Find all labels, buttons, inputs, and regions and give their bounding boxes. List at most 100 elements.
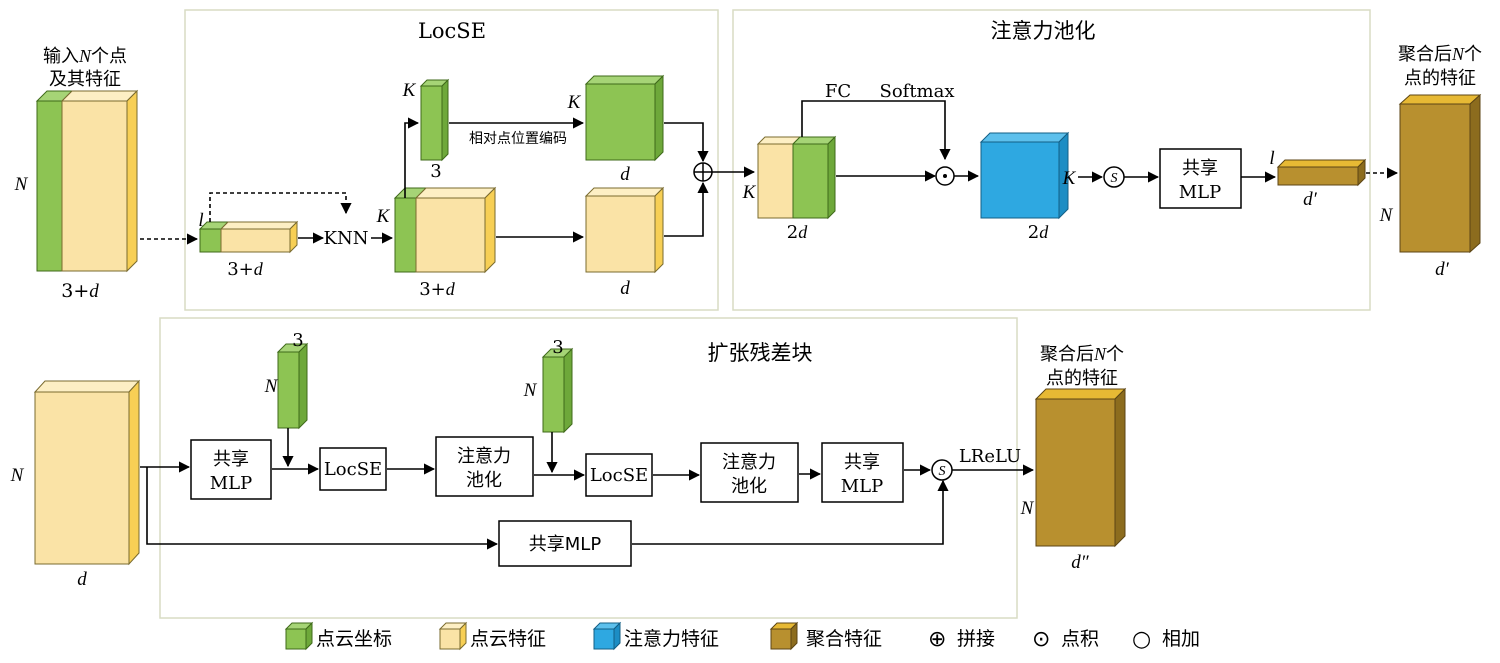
legend-add-label: 相加	[1162, 628, 1200, 650]
legend-coord-swatch	[284, 621, 314, 651]
concat-symbol-icon	[693, 162, 713, 182]
input-title-line2: 及其特征	[49, 69, 121, 90]
shortcut-arrow	[146, 467, 499, 550]
residual-shared-mlp1-box	[190, 439, 272, 500]
legend-add-icon: ○	[1132, 627, 1151, 652]
locse-k-label-neighbors: K	[376, 206, 391, 227]
fc-label: FC	[825, 81, 851, 102]
encoded-to-concat-arrow	[664, 122, 709, 163]
softmax-label: Softmax	[879, 81, 954, 102]
attention-output-block	[1276, 158, 1367, 187]
sum-symbol-icon: S	[1103, 166, 1125, 188]
locse-coord-dim-label: 3	[430, 161, 441, 182]
locse-concat-dim-label: 3+d	[419, 279, 456, 300]
bottom-output-n-label: N	[1020, 498, 1035, 519]
bottom-output-title-line2: 点的特征	[1046, 368, 1118, 389]
residual-mlp2-label-line2: MLP	[841, 476, 884, 497]
locse-feature-block	[584, 186, 665, 274]
residual-pool2-label-line1: 注意力	[722, 452, 776, 473]
locse-input-dim-label: 3+d	[227, 259, 264, 280]
attention-input-block	[756, 135, 837, 220]
attention-shared-mlp-box	[1159, 148, 1242, 209]
legend-aggregated-swatch	[769, 621, 799, 651]
residual-locse2-label: LocSE	[590, 465, 648, 486]
feature-to-concat-arrow	[664, 181, 709, 237]
knn-query-dashed-arrow	[209, 192, 352, 222]
residual-mlp1-label-line2: MLP	[210, 473, 253, 494]
attention-output-dim-label: d′	[1303, 189, 1318, 210]
residual-coord2-dim-label: 3	[552, 337, 563, 358]
input-title-line1: 输入N个点	[43, 46, 127, 67]
input-n-label: N	[14, 174, 29, 195]
residual-locse1-box	[319, 447, 387, 491]
top-output-dim-label: d′	[1435, 259, 1450, 280]
legend-dot-product-icon: ⊙	[1032, 627, 1050, 652]
neighbor-to-coord-arrow	[404, 117, 420, 198]
fc-softmax-arrow	[801, 100, 951, 161]
residual-pool1-label-line2: 池化	[466, 470, 502, 491]
input-point-cloud-block	[35, 89, 139, 273]
residual-input-dim-label: d	[77, 569, 87, 590]
locse-coordinate-block	[419, 78, 450, 162]
attention-feature-block	[979, 131, 1070, 220]
dot-product-symbol-icon	[935, 166, 955, 186]
locse-encoded-dim-label: d	[620, 164, 630, 185]
locse-l-label: l	[198, 210, 203, 231]
legend: 点云坐标 点云特征 注意力特征 聚合特征 ⊕ 拼接 ⊙ 点积 ○ 相加	[284, 621, 1200, 652]
top-output-block	[1398, 93, 1482, 254]
legend-concat-label: 拼接	[957, 628, 995, 650]
legend-aggregated-label: 聚合特征	[806, 628, 882, 650]
relative-position-encoding-label: 相对点位置编码	[469, 131, 567, 147]
attention-feature-dim-label: 2d	[1028, 222, 1049, 243]
attention-mlp-label-line2: MLP	[1179, 182, 1222, 203]
residual-shortcut-mlp-box	[498, 520, 632, 567]
locse-encoded-position-block	[584, 74, 665, 162]
residual-attention-pool2-box	[700, 442, 799, 503]
bottom-output-title-line1: 聚合后N个	[1040, 344, 1124, 365]
top-output-title-line1: 聚合后N个	[1398, 44, 1482, 65]
knn-label: KNN	[324, 228, 369, 249]
legend-attention-swatch	[592, 621, 622, 651]
attention-k-label-input: K	[742, 182, 757, 203]
top-output-title-line2: 点的特征	[1404, 68, 1476, 89]
legend-coord-label: 点云坐标	[316, 628, 392, 650]
residual-shortcut-mlp-label: 共享MLP	[529, 534, 602, 555]
residual-mlp2-label-line1: 共享	[844, 452, 880, 473]
attention-pooling-panel	[732, 9, 1371, 311]
dilated-residual-panel	[159, 317, 1018, 619]
attention-pooling-panel-title: 注意力池化	[991, 19, 1096, 43]
legend-concat-icon: ⊕	[928, 627, 946, 652]
residual-coord1-n-label: N	[264, 376, 279, 397]
legend-attention-label: 注意力特征	[624, 628, 719, 650]
lrelu-label: LReLU	[959, 446, 1021, 467]
locse-single-point-block	[198, 220, 299, 254]
residual-coord-block-2	[541, 347, 574, 434]
shortcut-to-sum-arrow	[632, 479, 949, 545]
legend-feature-label: 点云特征	[470, 628, 546, 650]
residual-coord2-n-label: N	[523, 380, 538, 401]
attention-input-dim-label: 2d	[787, 222, 808, 243]
attention-output-l-label: l	[1269, 148, 1274, 169]
sum-symbol-text: S	[1111, 171, 1118, 186]
residual-pool1-label-line1: 注意力	[457, 446, 511, 467]
residual-locse1-label: LocSE	[324, 459, 382, 480]
residual-input-block	[33, 379, 141, 566]
residual-mlp1-label-line1: 共享	[213, 449, 249, 470]
locse-panel	[184, 9, 719, 311]
input-dim-label: 3+d	[61, 280, 99, 302]
residual-locse2-box	[585, 453, 653, 497]
dilated-residual-panel-title: 扩张残差块	[708, 341, 813, 365]
residual-pool2-label-line2: 池化	[731, 476, 767, 497]
attention-mlp-label-line1: 共享	[1182, 158, 1218, 179]
bottom-output-block	[1034, 387, 1127, 548]
legend-dot-product-label: 点积	[1061, 628, 1099, 650]
locse-k-label-encoded: K	[567, 92, 582, 113]
residual-shared-mlp2-box	[821, 442, 904, 503]
residual-sum-symbol-text: S	[939, 464, 946, 479]
residual-attention-pool1-box	[435, 436, 534, 497]
locse-feature-dim-label: d	[620, 278, 630, 299]
locse-k-label-coord: K	[402, 80, 417, 101]
locse-panel-title: LocSE	[418, 19, 486, 43]
bottom-output-dim-label: d″	[1071, 552, 1090, 573]
